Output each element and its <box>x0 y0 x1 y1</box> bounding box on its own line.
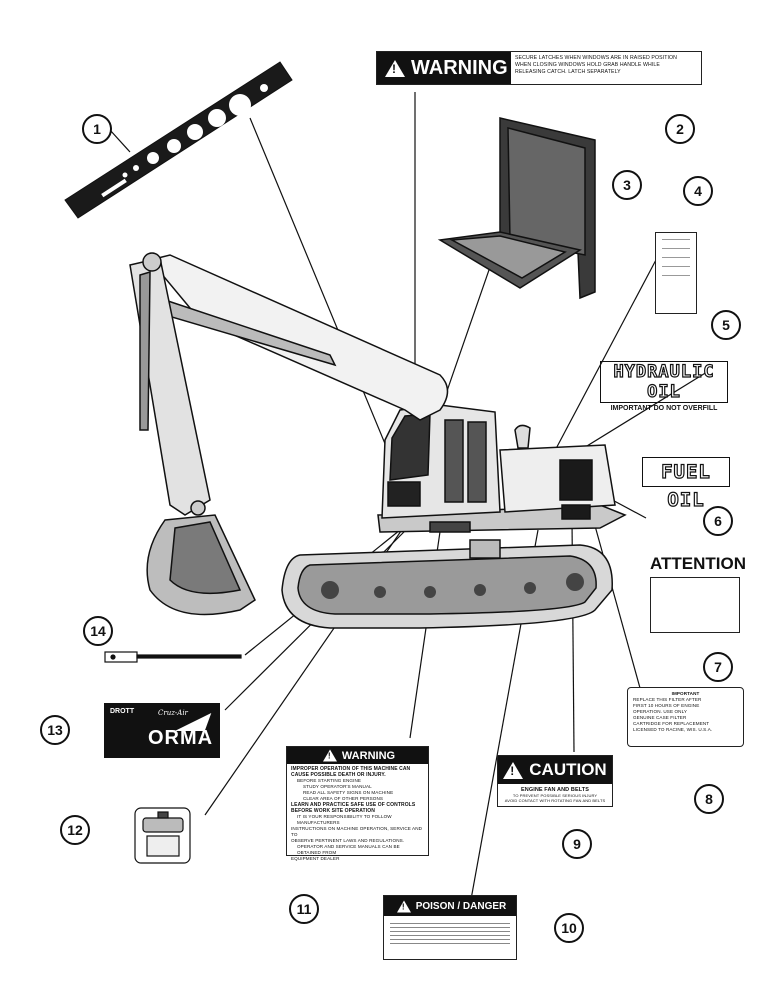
decal-12-sticker <box>134 807 191 864</box>
boom-arm <box>129 252 449 516</box>
decal-2-line: SECURE LATCHES WHEN WINDOWS ARE IN RAISE… <box>515 55 677 61</box>
callout-4: 4 <box>683 176 713 206</box>
decal-11-line: CLEAR AREA OF OTHER PERSONS <box>303 796 384 801</box>
decal-13-brand: DROTT Cruz-Air ORMA <box>104 703 220 758</box>
callout-5: 5 <box>711 310 741 340</box>
decal-11-line: READ ALL SAFETY SIGNS ON MACHINE <box>303 790 394 795</box>
decal-3-window <box>437 117 596 300</box>
decal-9-line: AVOID CONTACT WITH ROTATING FAN AND BELT… <box>504 798 606 803</box>
decal-11-heading: WARNING <box>341 749 396 762</box>
decal-5-subtitle: IMPORTANT DO NOT OVERFILL <box>610 405 718 412</box>
decal-8-line: LICENSED TO RACINE, WIS. U.S.A. <box>633 727 713 732</box>
decal-8-filter-notice: IMPORTANT REPLACE THIS FILTER AFTER FIRS… <box>627 687 744 747</box>
decal-4-label <box>655 232 697 314</box>
decal-8-line: GENUINE CASE FILTER <box>633 715 687 720</box>
decal-11-line: EQUIPMENT DEALER <box>291 856 340 861</box>
warning-triangle-icon <box>322 749 337 762</box>
decal-11-line: CAUSE POSSIBLE DEATH OR INJURY. <box>291 772 386 778</box>
callout-2: 2 <box>665 114 695 144</box>
decal-11-line: BEFORE STARTING ENGINE <box>297 778 362 783</box>
bucket <box>146 514 256 616</box>
decal-11-line: STUDY OPERATOR'S MANUAL <box>303 784 372 789</box>
decal-9-heading: CAUTION <box>529 760 607 779</box>
decal-13-script: Cruz-Air <box>158 709 188 717</box>
decal-10-poison-danger: POISON / DANGER <box>383 895 517 960</box>
decal-8-line: IMPORTANT <box>671 691 700 696</box>
cab <box>381 404 501 519</box>
decal-6-fuel-oil: FUEL OIL <box>642 457 730 512</box>
decal-9-caution: CAUTION ENGINE FAN AND BELTS TO PREVENT … <box>497 755 613 807</box>
callout-14: 14 <box>83 616 113 646</box>
decal-5-title: HYDRAULIC OIL <box>600 361 728 403</box>
decal-9-line: TO PREVENT POSSIBLE SERIOUS INJURY <box>512 793 598 798</box>
callout-6: 6 <box>703 506 733 536</box>
decal-8-line: CARTRIDGE FOR REPLACEMENT <box>633 721 710 726</box>
callout-1: 1 <box>82 114 112 144</box>
decal-11-line: INSTRUCTIONS ON MACHINE OPERATION, SERVI… <box>291 826 423 837</box>
decal-5-hydraulic-oil: HYDRAULIC OIL IMPORTANT DO NOT OVERFILL <box>600 361 728 412</box>
decal-14-key <box>104 651 242 663</box>
callout-7: 7 <box>703 652 733 682</box>
callout-13: 13 <box>40 715 70 745</box>
decal-11-line: IMPROPER OPERATION OF THIS MACHINE CAN <box>291 766 411 772</box>
callout-3: 3 <box>612 170 642 200</box>
decal-7-title: ATTENTION <box>650 554 747 573</box>
decal-8-line: REPLACE THIS FILTER AFTER <box>633 697 702 702</box>
callout-12: 12 <box>60 815 90 845</box>
caution-triangle-icon <box>503 761 524 779</box>
decal-9-line: ENGINE FAN AND BELTS <box>520 787 589 793</box>
callout-10: 10 <box>554 913 584 943</box>
decal-11-line: IT IS YOUR RESPONSIBILITY TO FOLLOW MANU… <box>297 814 392 825</box>
tracks <box>281 539 613 629</box>
decal-2-line: WHEN CLOSING WINDOWS HOLD GRAB HANDLE WH… <box>515 62 660 68</box>
callout-8: 8 <box>694 784 724 814</box>
decal-2-line: RELEASING CATCH. LATCH SEPARATELY <box>515 69 621 75</box>
decal-13-brand-text: ORMA <box>148 727 214 749</box>
decal-11-line: LEARN AND PRACTICE SAFE USE OF CONTROLS <box>291 802 416 808</box>
callout-9: 9 <box>562 829 592 859</box>
decal-10-heading: POISON / DANGER <box>415 900 507 912</box>
warning-triangle-icon <box>385 59 405 77</box>
callout-11: 11 <box>289 894 319 924</box>
decal-8-line: FIRST 10 HOURS OF ENGINE <box>633 703 700 708</box>
decal-8-line: OPERATION. USE ONLY <box>633 709 688 714</box>
decal-11-warning: WARNING IMPROPER OPERATION OF THIS MACHI… <box>286 746 429 861</box>
decal-1-panel <box>64 61 293 219</box>
decal-11-line: OBSERVE PERTINENT LAWS AND REGULATIONS. <box>291 838 405 843</box>
decal-2-heading: WARNING <box>411 56 508 79</box>
decal-2-warning: WARNING SECURE LATCHES WHEN WINDOWS ARE … <box>376 51 702 85</box>
danger-triangle-icon <box>396 900 411 912</box>
decal-11-line: OPERATOR AND SERVICE MANUALS CAN BE OBTA… <box>297 844 400 855</box>
decal-7-attention: ATTENTION <box>650 554 747 633</box>
decal-11-line: BEFORE WORK SITE OPERATION <box>291 808 375 814</box>
decal-13-small: DROTT <box>110 708 135 715</box>
upper-structure <box>377 424 627 533</box>
